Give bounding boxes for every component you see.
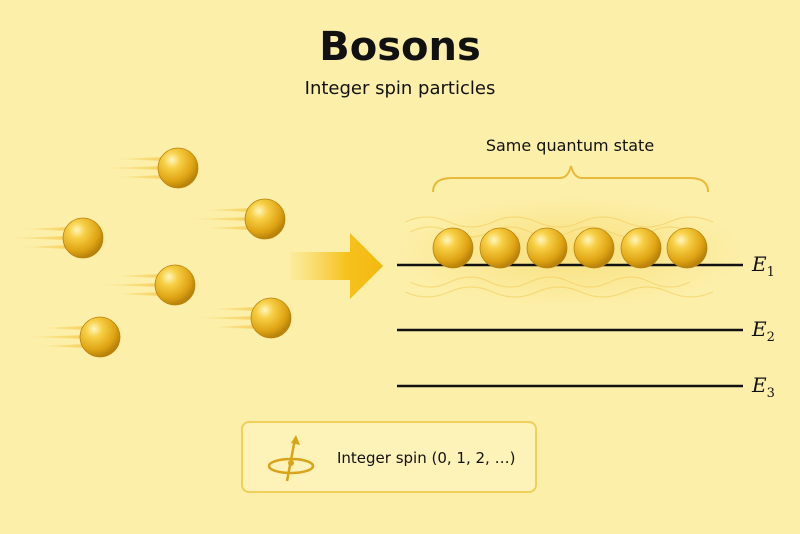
condensed-particle xyxy=(526,227,568,269)
spin-legend: Integer spin (0, 1, 2, …) xyxy=(241,421,537,493)
condensed-particle xyxy=(620,227,662,269)
spin-icon xyxy=(267,435,315,482)
particle-trail xyxy=(98,274,163,296)
page-subtitle: Integer spin particles xyxy=(304,78,496,99)
state-brace xyxy=(432,165,709,193)
free-particle xyxy=(62,217,104,259)
particle-trail xyxy=(101,157,166,179)
particle-trail xyxy=(194,307,259,329)
free-particle xyxy=(157,147,199,189)
particle-trail xyxy=(188,208,253,230)
legend-label: Integer spin (0, 1, 2, …) xyxy=(337,449,516,467)
free-particles xyxy=(6,147,292,358)
free-particle xyxy=(154,264,196,306)
condensed-particle xyxy=(666,227,708,269)
page-title: Bosons xyxy=(319,24,481,70)
free-particle xyxy=(250,297,292,339)
same-state-label: Same quantum state xyxy=(485,136,655,155)
energy-label-3: E3 xyxy=(752,373,775,401)
energy-label-1: E1 xyxy=(752,252,775,280)
transition-arrow xyxy=(290,233,383,299)
energy-label-2: E2 xyxy=(752,317,775,345)
free-particle xyxy=(244,198,286,240)
condensed-particles xyxy=(432,227,708,269)
particle-trail xyxy=(23,326,88,348)
free-particle xyxy=(79,316,121,358)
condensed-particle xyxy=(432,227,474,269)
particle-trail xyxy=(6,227,71,249)
condensed-particle xyxy=(573,227,615,269)
condensed-particle xyxy=(479,227,521,269)
